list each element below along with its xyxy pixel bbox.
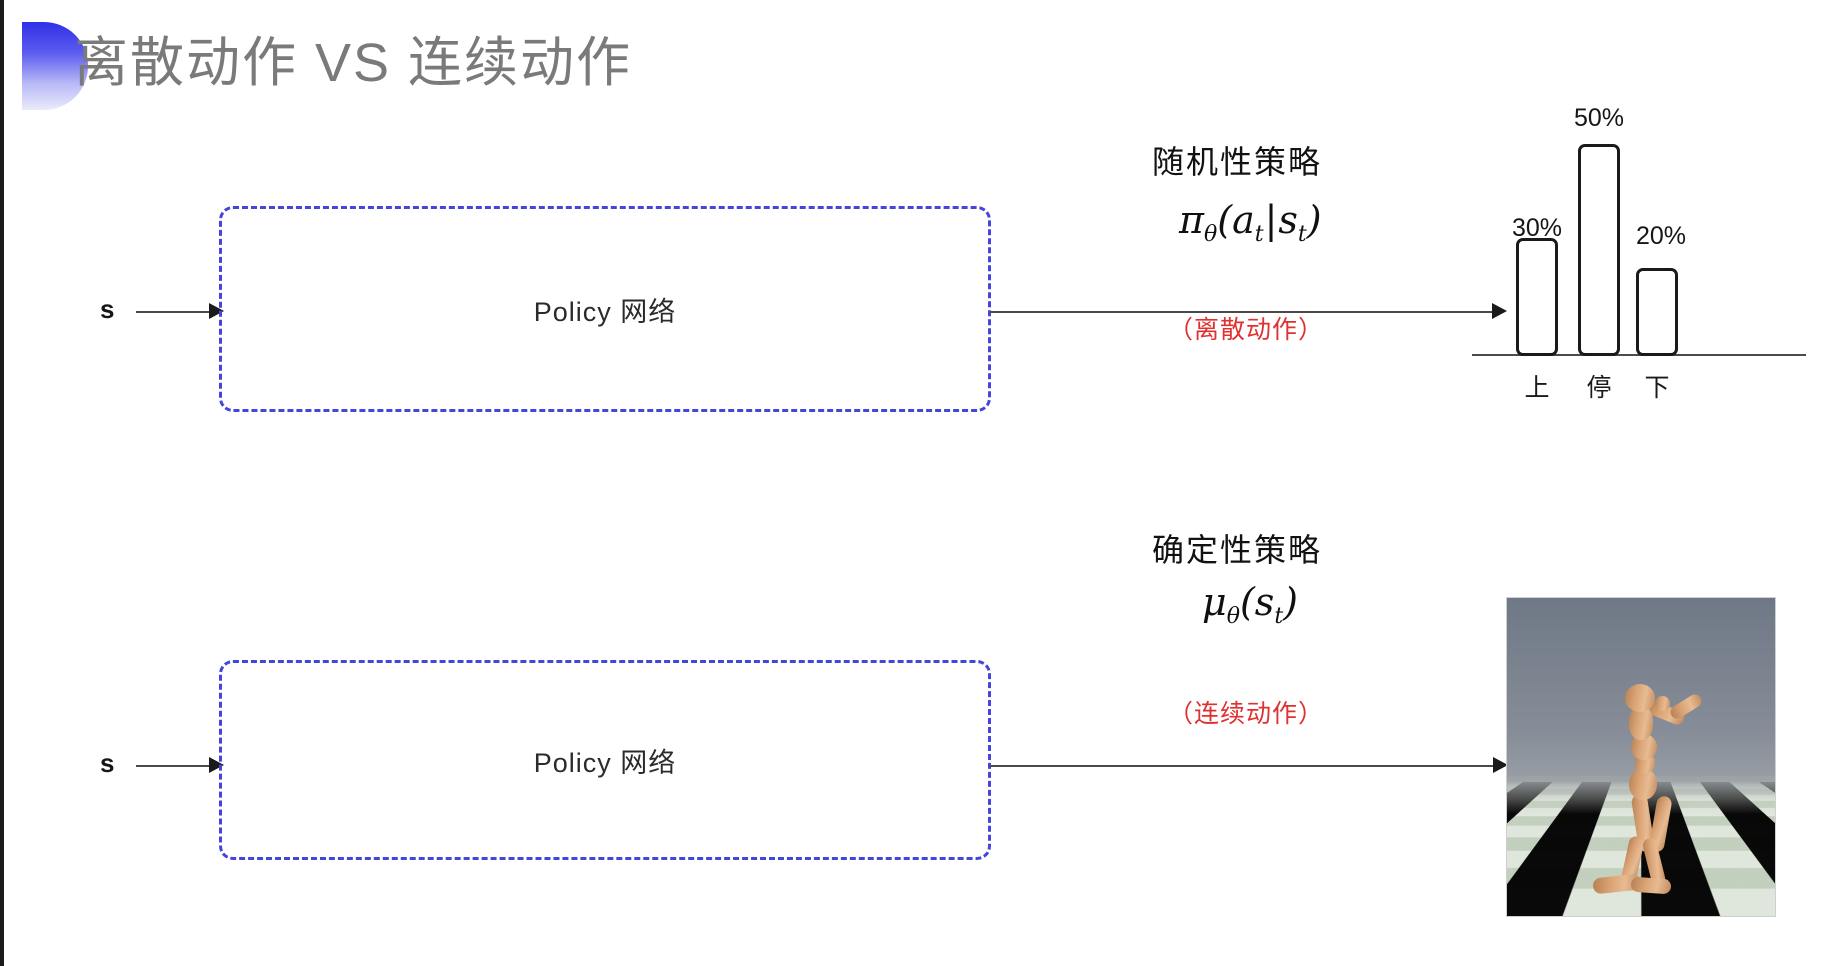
policy-network-box-row2[interactable]: Policy 网络: [219, 660, 991, 860]
formula-fn-row2: μ: [1202, 580, 1227, 624]
formula-bar-row1: |: [1264, 198, 1278, 242]
input-arrow-line-row2: [136, 765, 222, 767]
policy-network-label-row2: Policy 网络: [533, 747, 677, 778]
humanoid-head: [1625, 684, 1655, 712]
page-title: 离散动作 VS 连续动作: [74, 33, 633, 93]
formula-close-row2: ): [1283, 580, 1298, 624]
policy-kind-label-row1: 随机性策略: [1152, 144, 1323, 180]
action-kind-label-row2: （连续动作）: [1168, 700, 1325, 728]
formula-arg2sub-row1: t: [1297, 221, 1307, 247]
bar-category-stop: 停: [1586, 374, 1612, 402]
state-input-label-row2: s: [100, 748, 115, 778]
action-kind-label-row1: （离散动作）: [1168, 316, 1325, 344]
humanoid-simulation-image: [1506, 597, 1776, 917]
policy-network-label-row1: Policy 网络: [533, 296, 677, 327]
output-arrow-head-row2: [1493, 757, 1508, 773]
state-input-label-row1: s: [100, 294, 115, 324]
bar-value-down: 20%: [1635, 222, 1687, 250]
formula-arg1-row1: a: [1232, 198, 1255, 242]
bar-category-up: 上: [1524, 374, 1550, 402]
formula-arg1sub-row1: t: [1254, 221, 1264, 247]
output-arrow-line-row1: [990, 311, 1500, 313]
formula-open-row1: (: [1217, 198, 1233, 242]
humanoid-left-foot: [1630, 876, 1672, 895]
policy-network-box-row1[interactable]: Policy 网络: [219, 206, 991, 412]
policy-kind-label-row2: 确定性策略: [1152, 532, 1323, 568]
bar-down: [1636, 268, 1678, 356]
formula-open-row2: (: [1239, 580, 1255, 624]
policy-formula-row2: μθ(st): [1202, 580, 1298, 629]
bar-stop: [1578, 144, 1620, 356]
input-arrow-line-row1: [136, 311, 222, 313]
formula-sub-row1: θ: [1203, 221, 1218, 247]
formula-fn-row1: π: [1179, 198, 1204, 242]
output-arrow-head-row1: [1492, 303, 1507, 319]
bar-category-down: 下: [1644, 374, 1670, 402]
action-probability-bar-chart: 30% 50% 20% 上 停 下: [1472, 96, 1812, 414]
formula-arg2-row1: s: [1278, 198, 1298, 242]
formula-sub-row2: θ: [1226, 603, 1240, 629]
output-arrow-line-row2: [990, 765, 1502, 767]
formula-arg1-row2: s: [1254, 580, 1275, 624]
bar-up: [1516, 238, 1558, 356]
bar-value-stop: 50%: [1573, 104, 1625, 132]
formula-close-row1: ): [1306, 198, 1322, 242]
formula-arg1sub-row2: t: [1274, 603, 1284, 629]
humanoid-fist: [1655, 696, 1670, 711]
policy-formula-row1: πθ(at|st): [1179, 198, 1322, 247]
bar-value-up: 30%: [1511, 214, 1563, 242]
